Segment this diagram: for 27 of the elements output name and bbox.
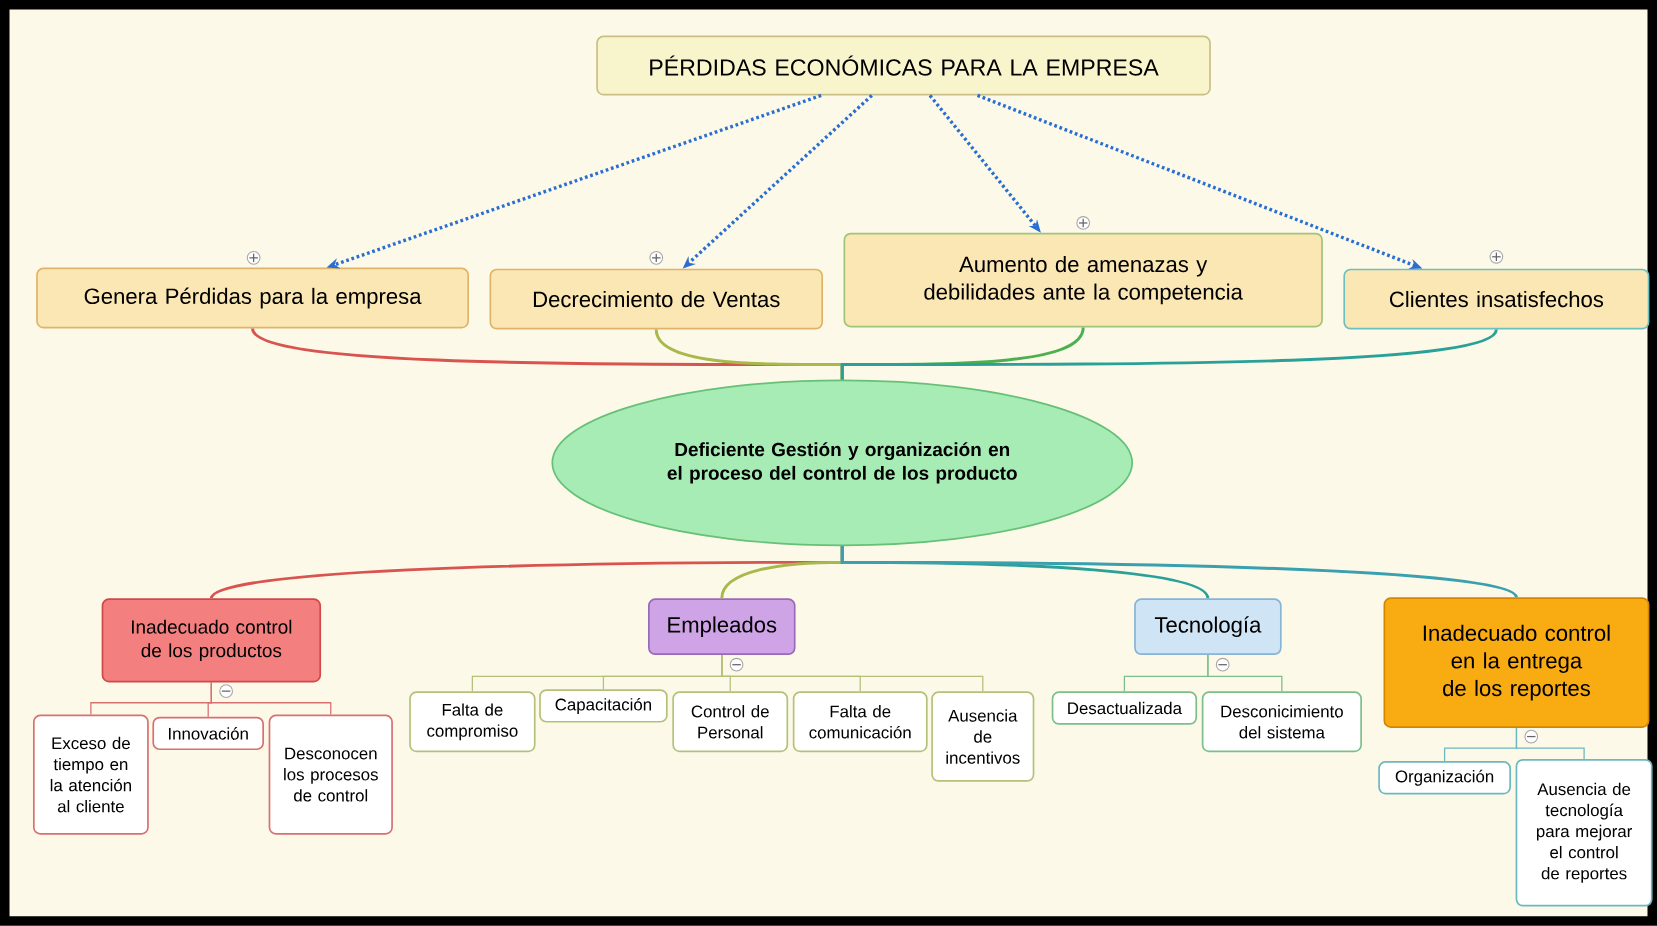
leaf-box: Desactualizada: [1051, 691, 1198, 725]
leaf-box: Exceso de tiempo en la atención al cliente: [32, 714, 149, 835]
connector-line: [840, 328, 1498, 380]
leaf-box: Desconicimiento del sistema: [1201, 691, 1362, 753]
connector-line: [1207, 654, 1283, 693]
branch-box: Tecnología: [1134, 598, 1282, 656]
branch-box: Empleados: [648, 598, 796, 656]
subtopic-box: Aumento de amenazas y debilidades ante la competencia: [843, 232, 1323, 328]
leaf-box: Organización: [1378, 761, 1511, 795]
leaf-box: Ausencia de tecnología para mejorar el control de reportes: [1515, 759, 1653, 907]
leaf-box: Capacitación: [539, 689, 668, 723]
subtopic-box: Clientes insatisfechos: [1343, 268, 1650, 330]
connector-line: [721, 654, 984, 693]
topic-box: PÉRDIDAS ECONÓMICAS PARA LA EMPRESA: [596, 35, 1211, 96]
leaf-box: Falta de comunicación: [792, 691, 928, 753]
branch-box: Inadecuado control de los productos: [101, 598, 322, 683]
leaf-box: Falta de compromiso: [409, 691, 536, 753]
connector-line: [210, 681, 332, 716]
branch-box: Inadecuado control en la entrega de los reportes: [1383, 597, 1650, 729]
connector-line: [1515, 727, 1585, 760]
subtopic-box: Genera Pérdidas para la empresa: [36, 267, 469, 329]
leaf-box: Desconocen los procesos de control: [268, 714, 393, 835]
leaf-box: Ausencia de incentivos: [931, 691, 1035, 782]
leaf-box: Control de Personal: [672, 691, 789, 753]
connector-line: [840, 546, 1518, 599]
leaf-box: Innovación: [152, 716, 264, 751]
subtopic-box: Decrecimiento de Ventas: [489, 268, 823, 330]
